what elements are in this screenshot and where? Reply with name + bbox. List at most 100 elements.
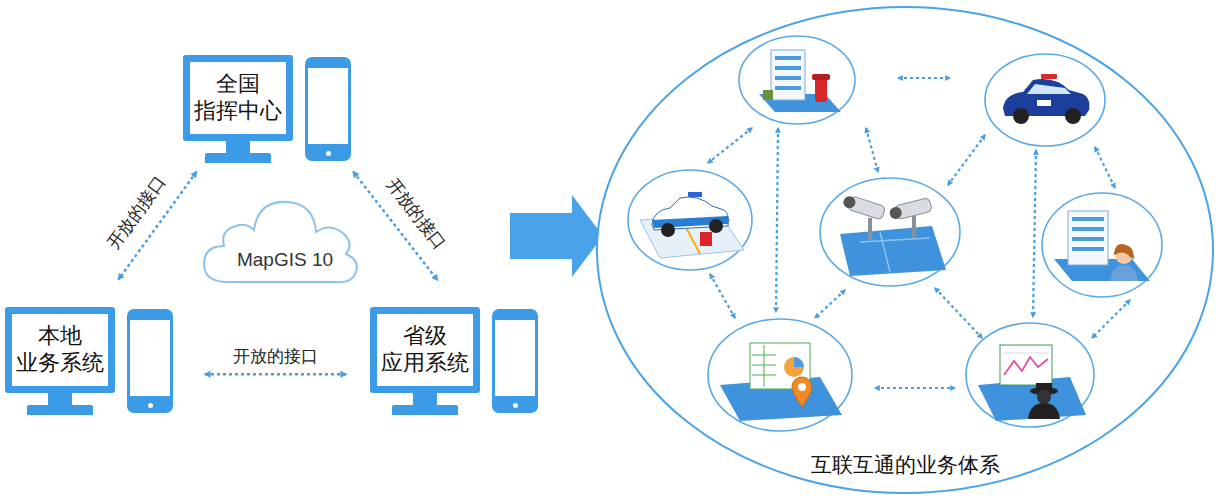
terminal-group: 全国 指挥中心	[183, 55, 353, 167]
building-hydrant-icon-part	[812, 74, 830, 80]
building-person-icon-part	[1072, 227, 1104, 231]
icon-circles-part	[628, 170, 752, 270]
monitor-base	[392, 405, 458, 415]
building-person-icon-part	[1110, 265, 1138, 281]
big-arrow	[510, 195, 603, 277]
building-person-icon-part	[1068, 211, 1108, 265]
graph-spy-icon-part	[1037, 390, 1051, 404]
business-ring: 互联互通的业务体系	[595, 5, 1215, 495]
cloud-text-box: MapGIS 10	[212, 238, 358, 282]
chart-map-icon-part	[794, 357, 804, 367]
building-hydrant-icon-part	[775, 66, 801, 70]
cloud-node: MapGIS 10	[198, 190, 364, 294]
interface-label: 开放的接口	[379, 172, 451, 256]
graph-spy-icon-part	[1000, 345, 1052, 385]
big-arrow-part	[510, 195, 603, 277]
node-text: 本地 业务系统	[16, 323, 104, 377]
terminal-group: 省级 应用系统	[370, 307, 540, 419]
camera-map-icon-part	[888, 197, 932, 221]
chart-map-icon	[720, 343, 842, 421]
icon-circles-part	[820, 178, 960, 286]
building-hydrant-icon	[759, 50, 841, 112]
link-arrows-part	[708, 128, 752, 163]
police-car-icon-part	[1065, 108, 1081, 124]
police-car-icon-part	[1013, 108, 1029, 124]
icon-circles-part	[985, 54, 1105, 146]
dotted-connector	[205, 373, 346, 376]
monitor-screen: 全国 指挥中心	[183, 55, 293, 141]
phone	[492, 309, 538, 413]
link-arrows-part	[1092, 300, 1130, 338]
node-text: 全国 指挥中心	[194, 71, 282, 125]
building-person-icon-part	[1072, 217, 1104, 221]
building-person-icon	[1054, 211, 1150, 281]
cloud-shape	[204, 202, 357, 282]
patrol-car-map-icon	[640, 192, 744, 258]
building-hydrant-icon-part	[771, 50, 805, 100]
graph-spy-icon-part	[1004, 357, 1048, 375]
cloud-outline	[198, 190, 364, 294]
police-car-icon-part	[1027, 84, 1071, 94]
building-hydrant-icon-part	[815, 78, 827, 102]
ring-illustration	[595, 5, 1215, 495]
node-text: 互联互通的业务体系	[807, 451, 1004, 479]
link-arrows-part	[710, 274, 735, 318]
link-arrows-part	[898, 77, 950, 79]
building-hydrant-icon-part	[763, 90, 773, 100]
camera-map-icon-part	[842, 194, 886, 220]
node-text: 省级 应用系统	[381, 323, 469, 377]
phone	[305, 57, 351, 161]
link-arrows-part	[875, 387, 955, 389]
patrol-car-map-icon-part	[700, 232, 712, 246]
police-car-icon	[1003, 74, 1089, 124]
icon-circles	[628, 36, 1162, 431]
icon-circles-part	[966, 323, 1094, 427]
chart-map-icon-part	[784, 357, 804, 377]
building-hydrant-icon-part	[775, 76, 801, 80]
graph-spy-icon	[978, 345, 1086, 421]
icon-circles-part	[708, 319, 852, 431]
camera-map-icon-part-part	[888, 206, 903, 221]
interface-label: 开放的接口	[230, 347, 321, 367]
interface-label: 开放的接口	[102, 171, 172, 257]
building-person-icon-part	[1072, 237, 1104, 241]
police-car-icon-part	[1037, 100, 1051, 106]
node-text: MapGIS 10	[237, 249, 333, 271]
building-hydrant-icon-part	[775, 56, 801, 60]
link-arrows-part	[935, 288, 982, 338]
link-arrows-part	[1095, 147, 1115, 188]
monitor-neck	[48, 392, 72, 406]
camera-map-icon-part-part	[842, 195, 857, 210]
camera-map-icon	[840, 194, 946, 276]
outer-ring	[597, 7, 1213, 493]
graph-spy-icon-part	[1028, 403, 1060, 419]
patrol-car-map-icon-part	[688, 192, 702, 197]
building-hydrant-icon-part	[775, 86, 801, 90]
camera-map-icon-part	[912, 216, 916, 238]
camera-map-icon-part	[868, 218, 872, 240]
phone-button	[326, 151, 331, 156]
chart-map-icon-part	[752, 345, 776, 387]
phone	[127, 309, 173, 413]
monitor-neck	[413, 392, 437, 406]
link-arrows-part	[1033, 150, 1036, 317]
camera-map-icon-part	[840, 226, 946, 276]
monitor-screen: 省级 应用系统	[370, 307, 480, 393]
building-person-icon-part	[1114, 244, 1134, 259]
link-arrows-part	[866, 128, 878, 172]
monitor-base	[205, 153, 271, 163]
icon-circles-part	[1042, 193, 1162, 297]
building-person-icon-part	[1072, 247, 1104, 251]
police-car-icon-part	[1041, 74, 1057, 79]
chart-map-icon-part	[792, 377, 812, 407]
phone-button	[148, 403, 153, 408]
monitor-base	[27, 405, 93, 415]
patrol-car-map-icon-part	[661, 223, 675, 237]
chart-map-icon-part	[798, 383, 806, 391]
monitor-screen: 本地 业务系统	[5, 307, 115, 393]
link-arrows-part	[815, 290, 845, 318]
link-arrows-part	[776, 128, 778, 312]
caption-box: 互联互通的业务体系	[595, 451, 1215, 479]
graph-spy-icon-part	[1004, 353, 1048, 354]
